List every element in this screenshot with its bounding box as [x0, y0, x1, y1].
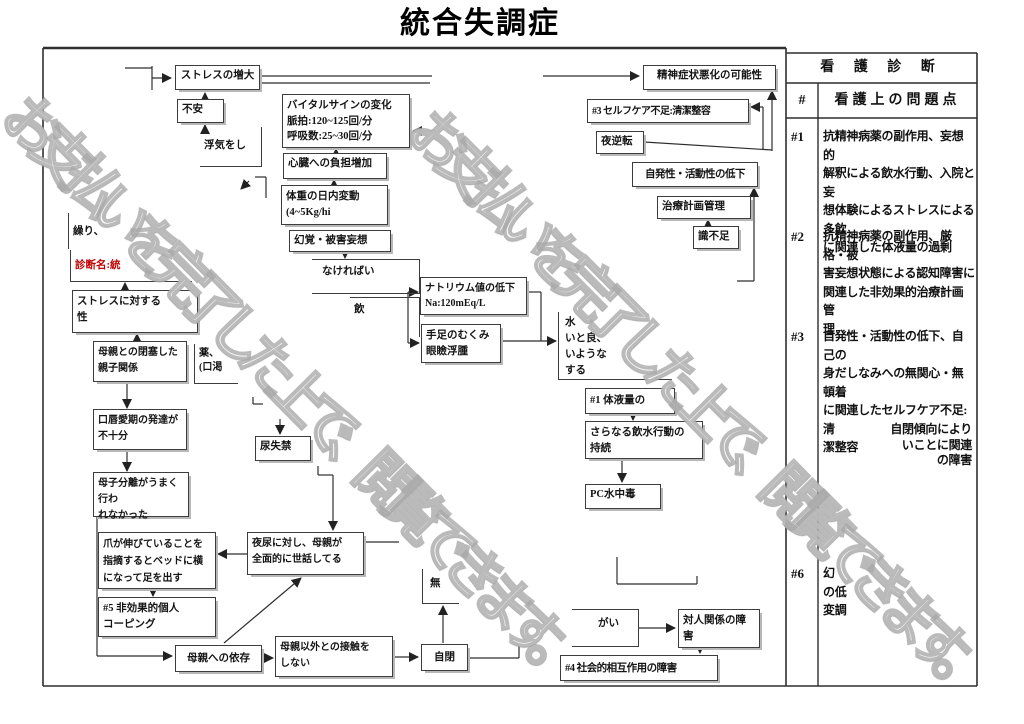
box-stress-vulnerability: ストレスに対する 性: [72, 290, 198, 333]
panel-row6-text-fragment: 幻 の低 変調: [823, 566, 847, 617]
box-num5-ineffective-coping: #5 非効果的個人 コーピング: [98, 597, 216, 637]
box-mother-child-separation: 母子分離がうまく行わ れなかった: [93, 472, 189, 521]
box-repetition-fragment: 繰り、: [68, 213, 138, 249]
panel-row1-text: 抗精神病薬の副作用、妄想的 解釈による飲水行動、入院と妄 想体験によるストレスに…: [823, 129, 975, 254]
panel-col-problems: 看護上の問題点: [834, 93, 961, 108]
box-more-drinking: さらなる飲水行動の 持続: [585, 421, 703, 459]
panel-row3-text: 自発性・活動性の低下、自己の 身だしなみへの無関心・無頓着 に関連したセルフケア…: [823, 329, 968, 454]
box-num1-fluid-volume: #1 体液量の: [585, 388, 675, 414]
box-diagnosis-name: 診断名:統: [70, 250, 192, 282]
box-water-thought-fragment: 水 いと良、 いような する: [558, 312, 672, 380]
box-anxiety: 不安: [177, 99, 224, 123]
box-closed-mother-relationship: 母親との閉塞した 親子関係: [93, 341, 187, 382]
box-gai-fragment: がい: [572, 609, 639, 647]
box-oral-phase-development: 口唇愛期の発達が 不十分: [93, 409, 187, 450]
box-must-drink-fragment: なければい: [312, 259, 420, 294]
box-interpersonal-disorder: 対人関係の障 害: [678, 609, 760, 648]
box-lack-of-insight-fragment: 識不足: [693, 226, 739, 249]
panel-row2-number: #2: [791, 229, 804, 244]
box-nail-behavior: 爪が伸びていることを 指摘するとベッドに横 になって足を出す: [98, 532, 216, 589]
box-low-spontaneity: 自発性・活動性の低下: [632, 162, 758, 187]
box-pc-water-intoxication: PC水中毒: [585, 484, 661, 509]
box-urinary-incontinence: 尿失禁: [255, 436, 311, 461]
box-drinking-fragment: 飲: [350, 297, 420, 337]
box-num3-selfcare-deficit: #3 セルフケア不足:清潔整容: [587, 99, 749, 123]
box-sodium-low: ナトリウム値の低下 Na:120mEq/L: [420, 277, 527, 315]
box-apathy-fragment: 無: [422, 569, 459, 604]
box-heart-burden: 心臓への負担増加: [283, 153, 387, 179]
box-autistic-withdrawal: 自閉: [421, 644, 468, 671]
box-vital-signs: バイタルサインの変化 脈拍:120~125回/分 呼吸数:25~30回/分: [282, 94, 410, 148]
box-treatment-plan-management: 治療計画管理: [657, 196, 751, 219]
box-mother-dependence: 母親への依存: [175, 645, 262, 672]
box-medication-thirst-fragment: 薬、 (口渇: [194, 344, 238, 384]
panel-row4-text-fragment: 自閉傾向により いことに関連 の障害: [890, 422, 972, 467]
panel-row2-text: 抗精神病薬の副作用、厳格・被 害妄想状態による認知障害に 関連した非効果的治療計…: [823, 229, 975, 336]
page-title: 統合失調症: [400, 7, 560, 40]
box-day-night-reversal: 夜逆転: [596, 131, 644, 154]
panel-row6-number: #6: [791, 566, 804, 581]
panel-col-number: #: [798, 93, 806, 108]
box-weight-variation: 体重の日内変動 (4~5Kg/hi: [281, 185, 388, 225]
box-night-urine-care: 夜尿に対し、母親が 全面的に世話してる: [247, 532, 364, 575]
box-psych-worsening: 精神症状悪化の可能性: [643, 65, 776, 90]
box-no-outside-contact: 母親以外との接触を しない: [275, 636, 393, 677]
box-num4-social-interaction: #4 社会的相互作用の障害: [560, 655, 718, 681]
panel-row1-number: #1: [791, 129, 804, 144]
box-edema: 手足のむくみ 眼瞼浮腫: [421, 324, 501, 363]
box-hallucination-delusion: 幻覚・被害妄想: [289, 230, 391, 252]
panel-title: 看 護 診 断: [820, 60, 943, 75]
box-stress-increase: ストレスの増大: [175, 65, 260, 90]
panel-row3-number: #3: [791, 329, 804, 344]
box-affair-fragment: 浮気をし: [200, 127, 262, 167]
